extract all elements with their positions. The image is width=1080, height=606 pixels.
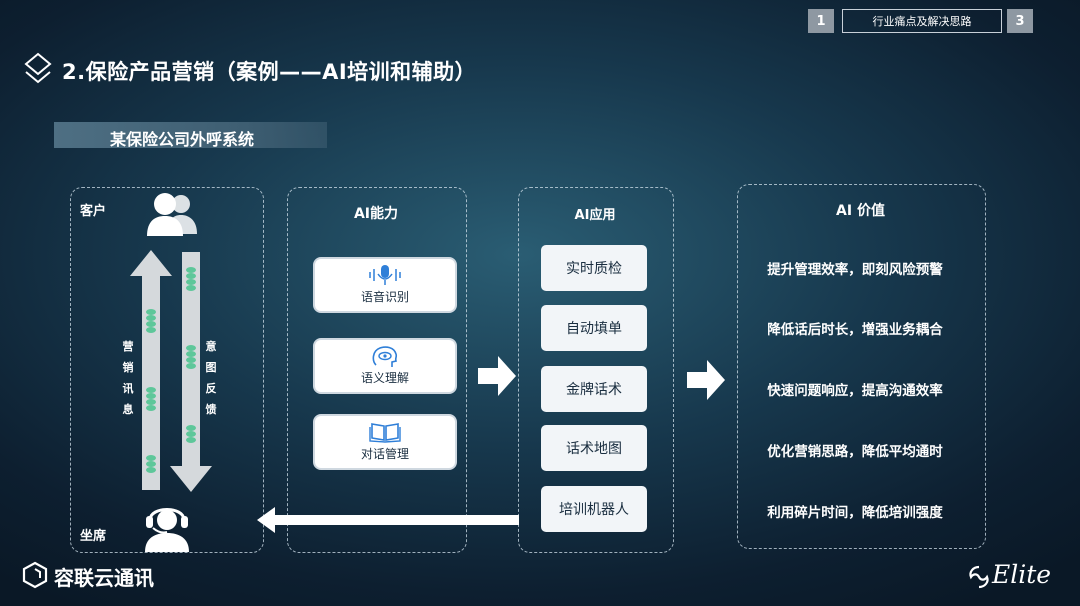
value-item: 快速问题响应，提高沟通效率	[767, 383, 943, 399]
subtitle-bar	[54, 122, 327, 148]
ronglian-logo-icon	[22, 561, 48, 589]
value-item: 提升管理效率，即刻风险预警	[767, 262, 943, 278]
value-item: 利用碎片时间，降低培训强度	[767, 505, 943, 521]
capability-label: 语义理解	[360, 371, 409, 385]
agent-headset-icon	[145, 508, 189, 552]
agent-label: 坐席	[80, 529, 107, 544]
nav-page-prev[interactable]: 1	[808, 9, 834, 33]
value-item: 降低话后时长，增强业务耦合	[767, 322, 943, 338]
ai-application-title: AI应用	[574, 208, 616, 223]
diamond-logo-icon	[24, 52, 52, 84]
footer-brand-right: Elite	[992, 560, 1052, 589]
capability-semantic-understanding[interactable]: 语义理解	[313, 338, 457, 394]
application-realtime-qc[interactable]: 实时质检	[541, 245, 647, 291]
open-book-icon	[369, 423, 401, 443]
application-auto-fill[interactable]: 自动填单	[541, 305, 647, 351]
capability-label: 对话管理	[360, 447, 409, 461]
capability-speech-recognition[interactable]: 语音识别	[313, 257, 457, 313]
return-arrow-left-icon	[257, 507, 519, 533]
intent-feedback-down-arrow	[170, 252, 212, 492]
ai-application-panel	[518, 187, 674, 553]
page-subtitle: 某保险公司外呼系统	[110, 130, 255, 149]
application-training-robot[interactable]: 培训机器人	[541, 486, 647, 532]
ai-capability-title: AI能力	[353, 206, 399, 222]
elite-swirl-icon	[969, 565, 989, 589]
customer-agent-panel	[70, 187, 264, 553]
ai-value-title: AI 价值	[836, 203, 885, 219]
customer-label: 客户	[80, 204, 107, 219]
footer-brand-left: 容联云通讯	[54, 566, 154, 590]
intent-feedback-text: 意图反馈	[205, 340, 217, 416]
marketing-info-text: 营销讯息	[122, 340, 134, 416]
value-item: 优化营销思路，降低平均通时	[767, 444, 943, 460]
application-gold-script[interactable]: 金牌话术	[541, 366, 647, 412]
page-title: 2.保险产品营销（案例——AI培训和辅助）	[62, 60, 477, 84]
application-script-map[interactable]: 话术地图	[541, 425, 647, 471]
ai-capability-panel	[287, 187, 467, 553]
capability-label: 语音识别	[360, 290, 409, 304]
capability-dialog-management[interactable]: 对话管理	[313, 414, 457, 470]
marketing-info-up-arrow	[130, 250, 172, 490]
flow-arrow-right-icon	[687, 360, 725, 400]
flow-arrow-right-icon	[478, 356, 516, 396]
nav-tab-current[interactable]: 行业痛点及解决思路	[842, 9, 1002, 33]
ai-value-panel	[737, 184, 986, 549]
customers-icon	[147, 193, 197, 236]
nav-page-next[interactable]: 3	[1007, 9, 1033, 33]
brain-eye-icon	[372, 346, 398, 367]
microphone-icon	[369, 265, 401, 285]
